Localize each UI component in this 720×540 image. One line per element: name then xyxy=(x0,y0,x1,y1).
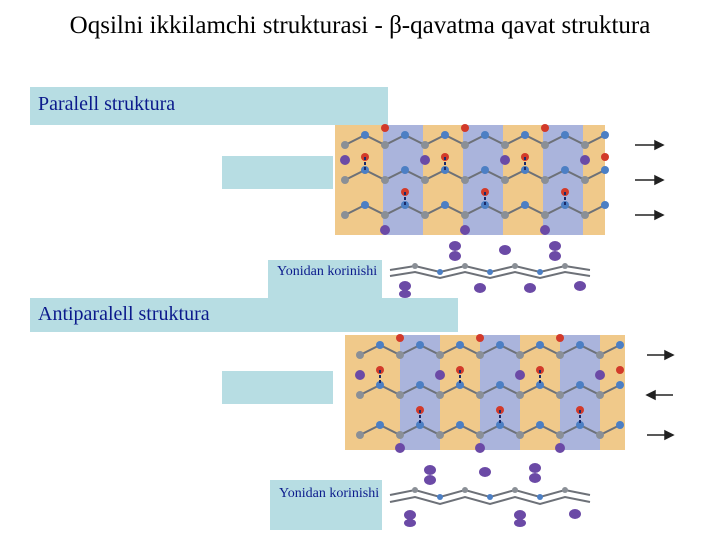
side-view-label-box-1: Yonidan korinishi xyxy=(268,260,382,298)
side-view-label-1: Yonidan korinishi xyxy=(277,264,378,279)
antiparallel-structure-label-box: Antiparalell struktura xyxy=(30,298,458,332)
side-view-label-2: Yonidan korinishi xyxy=(279,486,380,501)
antiparallel-empty-label-box xyxy=(222,371,333,404)
side-view-label-box-2: Yonidan korinishi xyxy=(270,480,382,530)
parallel-empty-label-box xyxy=(222,156,333,189)
parallel-structure-label-box: Paralell struktura xyxy=(30,87,388,125)
antiparallel-side-view-diagram xyxy=(389,463,591,527)
parallel-side-view-diagram xyxy=(389,241,591,298)
antiparallel-sheet-diagram xyxy=(345,334,675,453)
antiparallel-structure-label: Antiparalell struktura xyxy=(38,303,210,325)
parallel-sheet-diagram xyxy=(335,124,665,235)
strand-band-orange xyxy=(345,335,400,450)
parallel-structure-label: Paralell struktura xyxy=(38,93,176,115)
page-title: Oqsilni ikkilamchi strukturasi - β-qavat… xyxy=(69,12,651,39)
